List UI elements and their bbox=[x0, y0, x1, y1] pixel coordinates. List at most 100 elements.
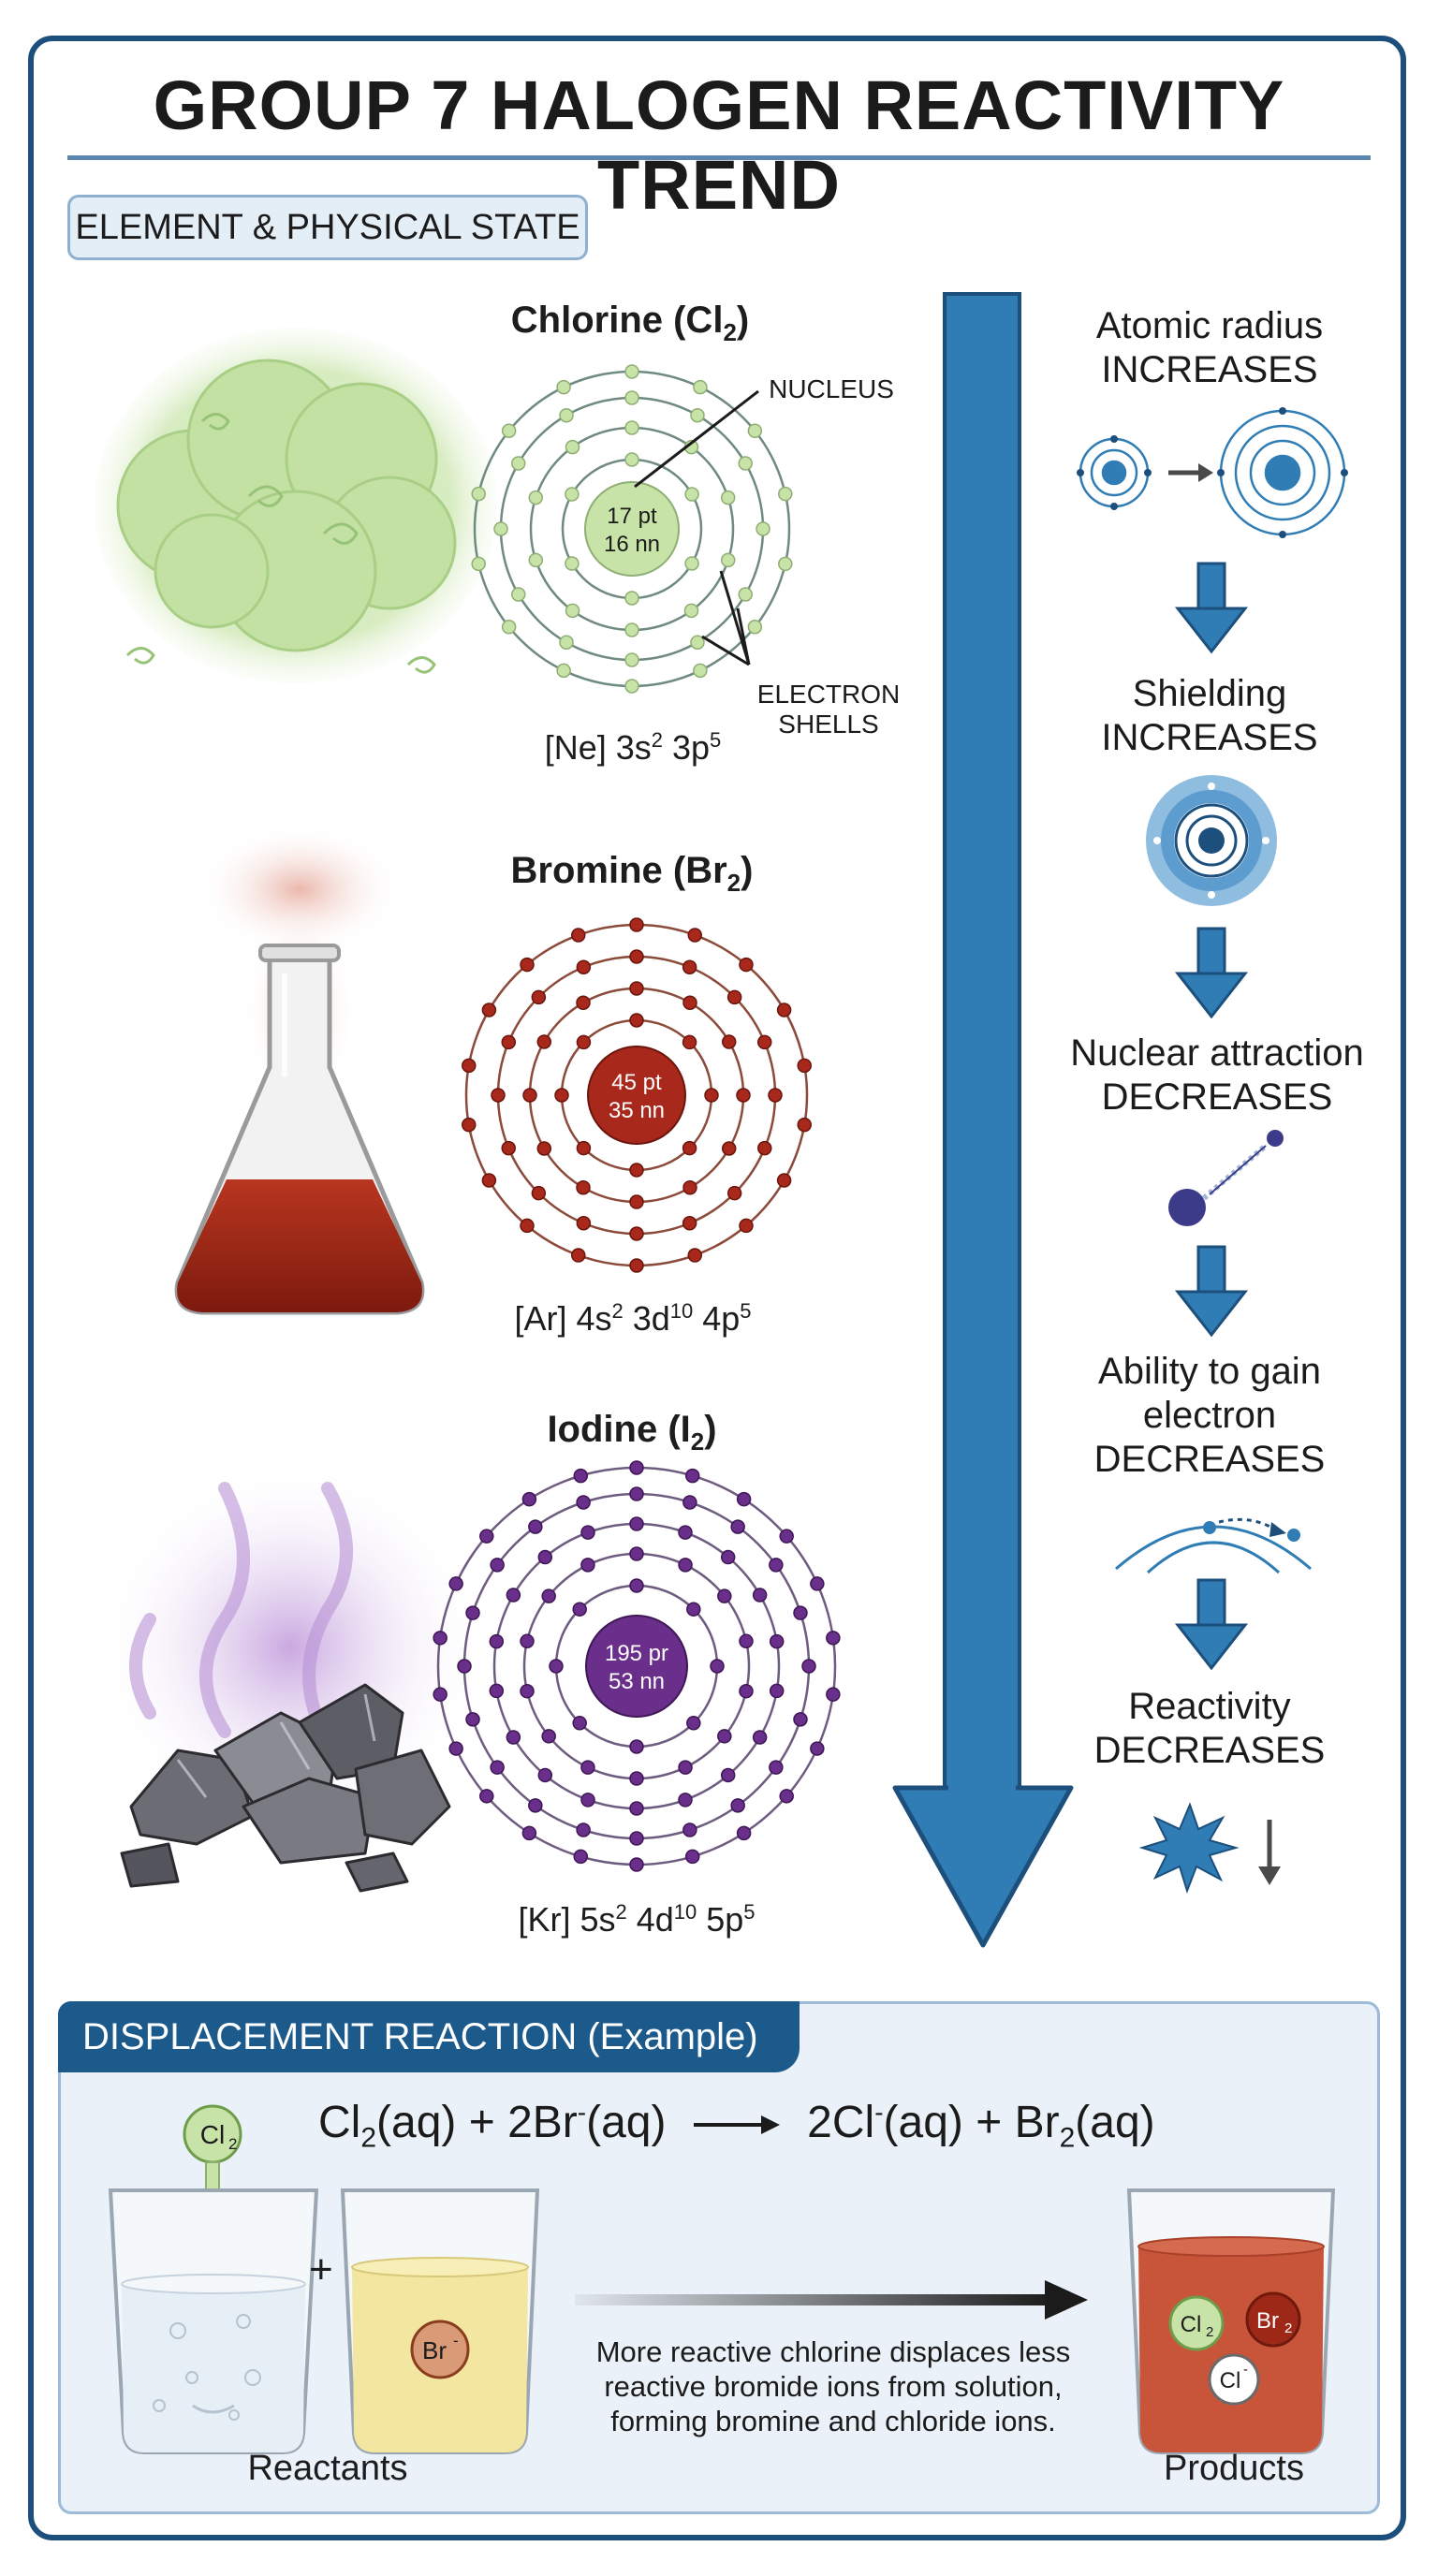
electron bbox=[481, 1173, 497, 1188]
electron bbox=[684, 487, 699, 502]
electron bbox=[511, 587, 526, 602]
svg-text:2: 2 bbox=[1284, 2320, 1292, 2336]
shielding-icon bbox=[1146, 775, 1277, 906]
electron bbox=[797, 1117, 812, 1133]
title-divider bbox=[67, 155, 1371, 160]
electron bbox=[736, 1088, 751, 1103]
electron bbox=[490, 1760, 505, 1775]
electron bbox=[465, 1712, 480, 1727]
electron bbox=[576, 1215, 592, 1231]
electron bbox=[624, 364, 639, 379]
electron bbox=[629, 1460, 644, 1475]
electron bbox=[580, 1760, 595, 1775]
electron bbox=[471, 486, 486, 502]
trend-down-arrow-4 bbox=[1174, 1578, 1249, 1671]
plus-sign: + bbox=[309, 2247, 333, 2292]
nucleus bbox=[584, 481, 680, 577]
poster-frame bbox=[28, 36, 1406, 2540]
iodine-title: Iodine (I2) bbox=[547, 1409, 717, 1456]
electron bbox=[580, 1525, 595, 1540]
electron bbox=[520, 957, 535, 973]
electron bbox=[520, 1218, 535, 1234]
electron bbox=[769, 1683, 785, 1699]
electron bbox=[501, 1034, 517, 1050]
products-beaker: Cl 2 Br 2 Cl - bbox=[1126, 2188, 1336, 2454]
electron bbox=[629, 1801, 644, 1816]
svg-text:Cl: Cl bbox=[1220, 2368, 1241, 2393]
nucleus-label-line: 17 pt bbox=[607, 504, 657, 529]
electron bbox=[629, 1226, 644, 1241]
trend-down-arrow-1 bbox=[1174, 562, 1249, 654]
electron bbox=[629, 1013, 644, 1028]
electron bbox=[572, 1716, 587, 1731]
electron bbox=[801, 1659, 816, 1674]
electron bbox=[576, 1140, 592, 1156]
electron bbox=[565, 487, 580, 502]
trend-arrow bbox=[892, 292, 1074, 1948]
electron bbox=[730, 1519, 745, 1534]
electron bbox=[721, 1141, 737, 1156]
electron bbox=[624, 420, 639, 435]
electron bbox=[571, 928, 586, 943]
chlorine-gas-cloud bbox=[95, 328, 497, 683]
electron bbox=[793, 1712, 808, 1727]
electron bbox=[565, 556, 580, 571]
electron bbox=[778, 486, 793, 502]
electron bbox=[717, 1588, 732, 1603]
bromide-solution-beaker: Br - bbox=[340, 2188, 540, 2454]
displacement-equation: Cl2(aq) + 2Br-(aq) 2Cl-(aq) + Br2(aq) bbox=[318, 2098, 1155, 2154]
electron bbox=[629, 1194, 644, 1209]
svg-text:2: 2 bbox=[1206, 2324, 1213, 2340]
electron bbox=[690, 408, 705, 423]
electron bbox=[629, 1578, 644, 1593]
electron bbox=[686, 1716, 701, 1731]
electron bbox=[769, 1558, 784, 1573]
electron bbox=[776, 1003, 792, 1017]
electron bbox=[528, 490, 544, 505]
electron bbox=[717, 1729, 732, 1744]
electron bbox=[565, 603, 580, 619]
electron bbox=[576, 1034, 592, 1050]
electron bbox=[684, 1849, 700, 1865]
electron bbox=[549, 1659, 564, 1674]
electron bbox=[682, 1215, 697, 1231]
electron bbox=[629, 1163, 644, 1178]
electron bbox=[682, 1179, 697, 1195]
electron bbox=[571, 1248, 586, 1263]
electron bbox=[739, 1683, 754, 1699]
electron bbox=[541, 1588, 556, 1603]
electron bbox=[720, 1549, 736, 1565]
electron bbox=[493, 521, 508, 536]
electron bbox=[462, 1117, 477, 1133]
electron bbox=[629, 1739, 644, 1754]
electron bbox=[778, 556, 793, 572]
electron bbox=[556, 379, 571, 395]
electron bbox=[693, 379, 708, 395]
electron bbox=[565, 439, 580, 455]
electron bbox=[556, 663, 571, 679]
electron bbox=[682, 1495, 697, 1510]
electron bbox=[629, 1857, 644, 1872]
electron bbox=[536, 1141, 552, 1156]
electron bbox=[793, 1605, 808, 1620]
electron bbox=[624, 652, 639, 667]
electron bbox=[489, 1683, 505, 1699]
chlorine-title: Chlorine (Cl2) bbox=[510, 300, 750, 346]
svg-text:2: 2 bbox=[228, 2135, 237, 2153]
products-label: Products bbox=[1164, 2449, 1304, 2488]
electron bbox=[747, 423, 763, 439]
electron bbox=[465, 1605, 480, 1620]
electron bbox=[721, 1034, 737, 1049]
electron bbox=[682, 959, 697, 975]
bromine-electron-config: [Ar] 4s2 3d10 4p5 bbox=[514, 1299, 752, 1338]
electron bbox=[756, 521, 770, 536]
electron bbox=[720, 552, 736, 568]
electron bbox=[776, 1173, 792, 1188]
electron bbox=[684, 1468, 700, 1484]
trend-down-arrow-3 bbox=[1174, 1245, 1249, 1338]
electron bbox=[580, 1558, 595, 1573]
electron bbox=[448, 1576, 463, 1591]
electron bbox=[624, 390, 639, 405]
